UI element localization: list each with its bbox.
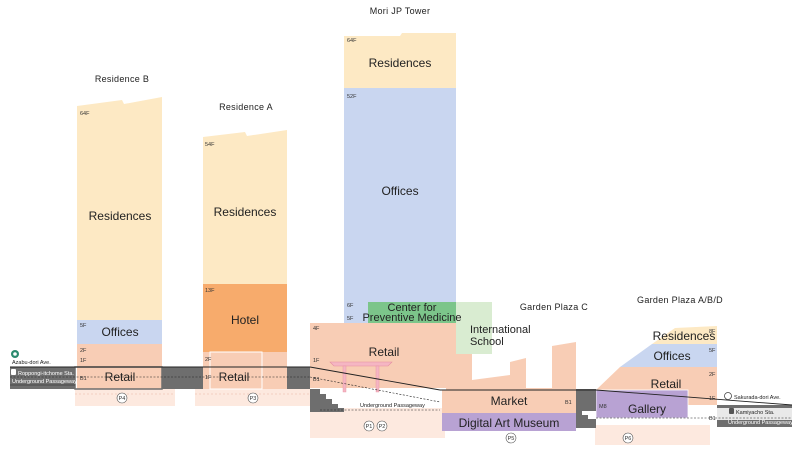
mori-tower-offices-block — [344, 88, 456, 302]
residence-b-offices-block — [77, 320, 162, 344]
market-label: Market — [491, 394, 528, 408]
residence-b-floor-b1: B1 — [80, 376, 87, 382]
mori-tower-residences-label: Residences — [369, 56, 432, 70]
residence-a-residences-label: Residences — [214, 205, 277, 219]
svg-text:P6: P6 — [625, 436, 632, 442]
residence-a-retail-label: Retail — [219, 370, 250, 384]
mori-tower-floor-top: 64F — [347, 38, 357, 44]
parking-badge-p5: P5 — [505, 432, 517, 444]
train-icon-right — [729, 408, 734, 414]
podium-retail-label: Retail — [369, 345, 400, 359]
gallery-label: Gallery — [628, 402, 666, 416]
residence-a-floor-1f: 1F — [205, 375, 212, 381]
gallery-floor: M8 — [599, 404, 607, 410]
school-label-line1: International — [470, 324, 531, 336]
stair-down-left — [310, 389, 344, 412]
middle-passage-label: Underground Passageway — [360, 403, 425, 409]
center-label-line2: Preventive Medicine — [362, 312, 461, 324]
market-floor: B1 — [565, 400, 572, 406]
residence-a-residences-block — [203, 130, 287, 284]
mori-tower-residences-block — [344, 33, 456, 88]
svg-text:P1: P1 — [366, 424, 373, 430]
residence-b-retail-label: Retail — [105, 370, 136, 384]
museum-block — [442, 413, 576, 431]
svg-text:P2: P2 — [379, 424, 386, 430]
residence-b-residences-block — [77, 97, 162, 320]
residence-a-floor-hotel: 13F — [205, 288, 215, 294]
ground-band-mid — [162, 367, 203, 389]
mori-tower-floor-5f: 5F — [347, 316, 354, 322]
podium-floor-b1: B1 — [313, 377, 320, 383]
museum-label: Digital Art Museum — [459, 416, 560, 430]
garden-plaza-abd-residences-block — [652, 326, 717, 344]
gp-retail-label: Retail — [651, 377, 682, 391]
parking-badge-p6: P6 — [622, 432, 634, 444]
parking-badge-p3: P3 — [247, 392, 259, 404]
parking-badge-p1: P1 — [363, 420, 375, 432]
school-label-line2: School — [470, 336, 504, 348]
left-passage-label: Underground Passageway — [12, 379, 77, 385]
gp-floor-2f: 2F — [709, 372, 716, 378]
residence-b-floor-top: 64F — [80, 111, 90, 117]
residence-b-floor-offices: 5F — [80, 323, 87, 329]
gp-residences-label: Residences — [653, 329, 716, 343]
residence-b-floor-1f: 1F — [80, 358, 87, 364]
garden-plaza-abd-offices-block — [620, 344, 717, 367]
residence-a-retail-block — [203, 352, 287, 389]
mori-tower-center-block — [368, 302, 456, 323]
garden-plaza-c-block — [446, 342, 576, 390]
gp-offices-label: Offices — [653, 349, 690, 363]
gp-floor-b1: B1 — [709, 416, 716, 422]
svg-text:P3: P3 — [250, 396, 257, 402]
subway-icon-right-road — [724, 392, 732, 400]
parking-area-p6 — [595, 425, 710, 445]
mori-tower-title: Mori JP Tower — [370, 6, 431, 16]
center-label-line1: Center for — [388, 302, 437, 314]
residence-a-floor-top: 54F — [205, 142, 215, 148]
school-block — [456, 302, 492, 354]
right-passage-label: Underground Passageway — [728, 420, 793, 426]
parking-area-p1p2 — [310, 408, 445, 438]
right-station-label: Kamiyacho Sta. — [736, 410, 775, 416]
parking-badge-p4: P4 — [116, 392, 128, 404]
residence-a-floor-2f: 2F — [205, 357, 212, 363]
gp-floor-offices: 5F — [709, 348, 716, 354]
garden-plaza-c-title: Garden Plaza C — [520, 302, 588, 312]
residence-b-floor-2f: 2F — [80, 348, 87, 354]
ground-band-left — [10, 367, 75, 389]
residence-b-offices-label: Offices — [101, 325, 138, 339]
right-road-label: Sakurada-dori Ave. — [734, 395, 781, 401]
gp-floor-top: 8F — [709, 329, 716, 335]
residence-a-hotel-label: Hotel — [231, 313, 259, 327]
residence-b-title: Residence B — [95, 74, 149, 84]
mori-tower-floor-offices: 52F — [347, 94, 357, 100]
mori-tower-offices-label: Offices — [381, 184, 418, 198]
podium-retail-block — [310, 323, 466, 388]
svg-text:P4: P4 — [119, 396, 126, 402]
left-road-label: Azabu-dori Ave. — [12, 360, 51, 366]
garden-plaza-abd-title: Garden Plaza A/B/D — [637, 295, 723, 305]
market-block — [442, 390, 576, 410]
podium-floor-1f: 1F — [313, 358, 320, 364]
stair-down-right — [576, 411, 596, 428]
parking-badge-p2: P2 — [376, 420, 388, 432]
gp-floor-1f: 1F — [709, 396, 716, 402]
left-station-label: Roppongi-itchome Sta. — [18, 371, 74, 377]
residence-b-residences-label: Residences — [89, 209, 152, 223]
residence-a-title: Residence A — [219, 102, 273, 112]
train-icon-left — [11, 369, 16, 375]
podium-floor-4f: 4F — [313, 326, 320, 332]
mori-tower-floor-center: 6F — [347, 303, 354, 309]
svg-text:P5: P5 — [508, 436, 515, 442]
